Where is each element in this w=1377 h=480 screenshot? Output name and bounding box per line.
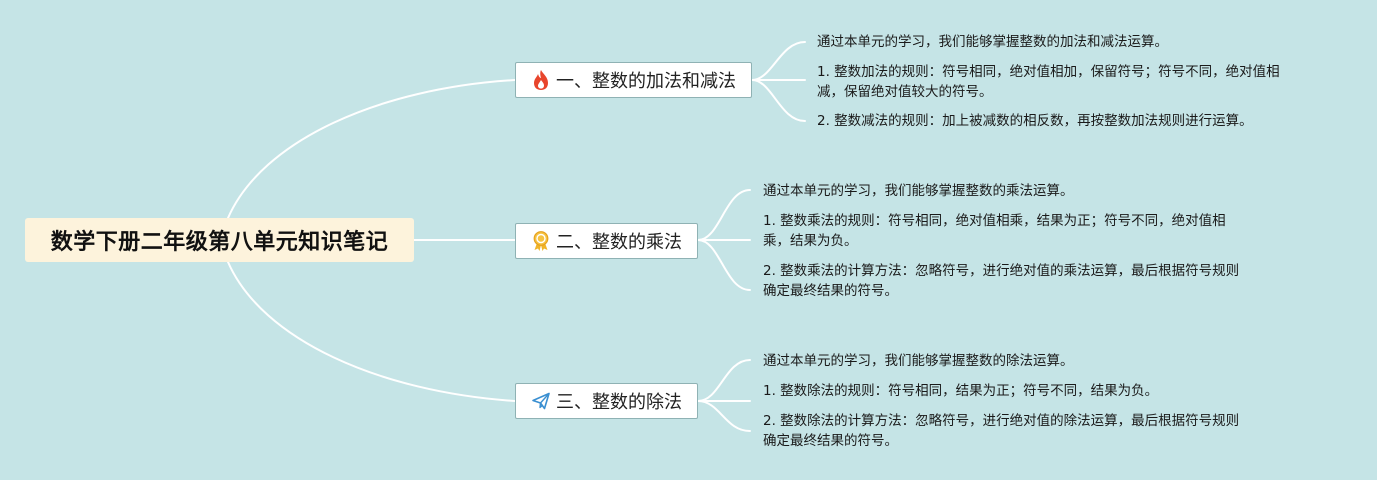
note-line: 乘，结果为负。 — [763, 233, 858, 249]
note-line: 通过本单元的学习，我们能够掌握整数的除法运算。 — [763, 353, 1074, 369]
central-topic[interactable]: 数学下册二年级第八单元知识笔记 — [25, 218, 414, 262]
connector-branch-1-note-3 — [751, 79, 806, 122]
note-line: 2. 整数减法的规则：加上被减数的相反数，再按整数加法规则进行运算。 — [817, 113, 1253, 129]
central-topic-label: 数学下册二年级第八单元知识笔记 — [50, 230, 389, 255]
note-line: 1. 整数乘法的规则：符号相同，绝对值相乘，结果为正；符号不同，绝对值相 — [763, 213, 1226, 229]
note-line: 2. 整数除法的计算方法：忽略符号，进行绝对值的除法运算，最后根据符号规则 — [763, 413, 1240, 429]
connector-branch-2-note-3 — [697, 239, 751, 291]
note-division-rule[interactable]: 1. 整数除法的规则：符号相同，结果为正；符号不同，结果为负。 — [763, 381, 1158, 401]
note-line: 通过本单元的学习，我们能够掌握整数的加法和减法运算。 — [817, 34, 1168, 50]
note-subtraction-rule[interactable]: 2. 整数减法的规则：加上被减数的相反数，再按整数加法规则进行运算。 — [817, 111, 1253, 131]
note-line: 确定最终结果的符号。 — [763, 433, 898, 449]
note-division-intro[interactable]: 通过本单元的学习，我们能够掌握整数的除法运算。 — [763, 351, 1074, 371]
note-multiplication-intro[interactable]: 通过本单元的学习，我们能够掌握整数的乘法运算。 — [763, 181, 1074, 201]
note-multiplication-rule[interactable]: 1. 整数乘法的规则：符号相同，绝对值相乘，结果为正；符号不同，绝对值相 乘，结… — [763, 211, 1226, 251]
note-addition-intro[interactable]: 通过本单元的学习，我们能够掌握整数的加法和减法运算。 — [817, 32, 1168, 52]
note-line: 1. 整数除法的规则：符号相同，结果为正；符号不同，结果为负。 — [763, 383, 1159, 399]
branch-topic-addition-subtraction[interactable]: 一、整数的加法和减法 — [515, 62, 752, 98]
branch-topic-label: 二、整数的乘法 — [556, 232, 682, 253]
branch-topic-label: 一、整数的加法和减法 — [556, 71, 736, 92]
note-line: 减，保留绝对值较大的符号。 — [817, 84, 993, 100]
branch-topic-label: 三、整数的除法 — [556, 392, 682, 413]
connector-branch-3-note-3 — [697, 400, 751, 432]
note-addition-rule[interactable]: 1. 整数加法的规则：符号相同，绝对值相加，保留符号；符号不同，绝对值相 减，保… — [817, 62, 1280, 102]
branch-topic-multiplication[interactable]: 二、整数的乘法 — [515, 223, 698, 259]
note-multiplication-method[interactable]: 2. 整数乘法的计算方法：忽略符号，进行绝对值的乘法运算，最后根据符号规则 确定… — [763, 261, 1239, 301]
note-line: 确定最终结果的符号。 — [763, 283, 898, 299]
paper-plane-icon — [530, 390, 552, 412]
connector-root-branch-1 — [227, 79, 516, 219]
note-line: 2. 整数乘法的计算方法：忽略符号，进行绝对值的乘法运算，最后根据符号规则 — [763, 263, 1240, 279]
branch-topic-division[interactable]: 三、整数的除法 — [515, 383, 698, 419]
connector-branch-3-note-1 — [697, 359, 751, 402]
note-line: 通过本单元的学习，我们能够掌握整数的乘法运算。 — [763, 183, 1074, 199]
connector-branch-1-note-1 — [751, 41, 806, 81]
award-ribbon-icon — [530, 230, 552, 252]
fire-icon — [530, 69, 552, 91]
connector-branch-2-note-1 — [697, 189, 751, 241]
connector-root-branch-3 — [227, 261, 516, 402]
note-division-method[interactable]: 2. 整数除法的计算方法：忽略符号，进行绝对值的除法运算，最后根据符号规则 确定… — [763, 411, 1239, 451]
note-line: 1. 整数加法的规则：符号相同，绝对值相加，保留符号；符号不同，绝对值相 — [817, 64, 1280, 80]
